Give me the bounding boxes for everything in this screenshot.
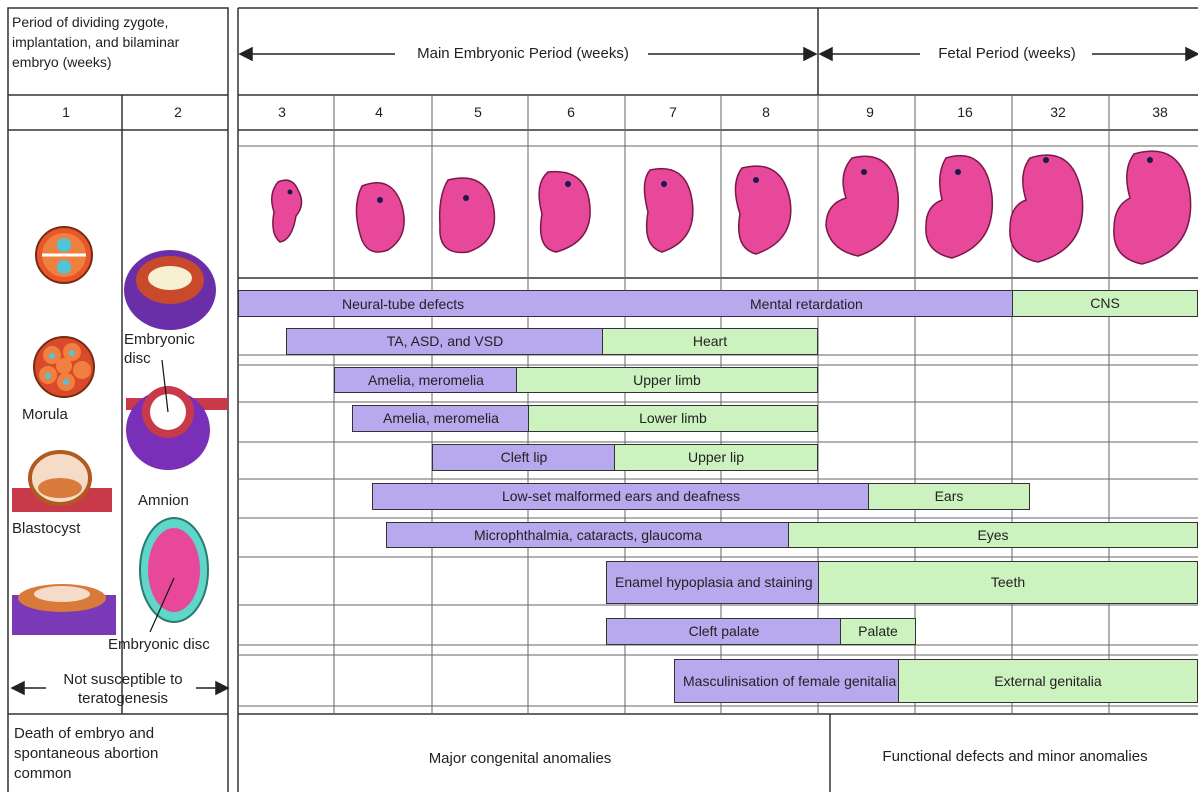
amnion-cavity-illustration — [126, 359, 228, 470]
neural-tube-bar — [238, 290, 1014, 317]
early-period-header: Period of dividing zygote, implantation,… — [12, 14, 180, 70]
week-label: 32 — [1050, 104, 1066, 120]
amnion-label: Amnion — [138, 492, 189, 509]
eye-defect-bar: Microphthalmia, cataracts, glaucoma — [386, 522, 790, 548]
cleft-lip-bar: Cleft lip — [432, 444, 616, 471]
blastocyst-label: Blastocyst — [12, 520, 81, 537]
embryonic-disc-label: Embryonic disc — [124, 331, 195, 367]
week-label: 4 — [375, 104, 383, 120]
week-label: 7 — [669, 104, 677, 120]
morula-label: Morula — [22, 406, 68, 423]
week-label: 2 — [174, 104, 182, 120]
morula-illustration — [33, 336, 95, 398]
blastocyst-illustration — [12, 450, 112, 512]
lower-limb-bar: Lower limb — [528, 405, 818, 432]
cns-bar: CNS — [1012, 290, 1198, 317]
cleft-palate-bar: Cleft palate — [606, 618, 842, 645]
teeth-defect-bar: Enamel hypoplasia and staining — [606, 561, 820, 604]
week-label: 3 — [278, 104, 286, 120]
ears-bar: Ears — [868, 483, 1030, 510]
week-label: 5 — [474, 104, 482, 120]
palate-bar: Palate — [840, 618, 916, 645]
main-period-header: Main Embryonic Period (weeks) — [417, 45, 629, 62]
early-footer-label: Death of embryo and spontaneous abortion… — [14, 725, 159, 782]
upper-lip-bar: Upper lip — [614, 444, 818, 471]
bilaminar-disc-illustration — [124, 250, 216, 330]
week-label: 1 — [62, 104, 70, 120]
external-genitalia-bar: External genitalia — [898, 659, 1198, 703]
embryonic-disc-label: Embryonic disc — [108, 636, 210, 653]
lower-limb-defect-bar: Amelia, meromelia — [352, 405, 530, 432]
heart-defect-bar: TA, ASD, and VSD — [286, 328, 604, 355]
genitalia-defect-bar: Masculinisation of female genitalia — [674, 659, 900, 703]
week-label: 38 — [1152, 104, 1168, 120]
embryo-eye-dots — [287, 157, 1153, 203]
eyes-bar: Eyes — [788, 522, 1198, 548]
embryonic-disc-illustration — [139, 517, 209, 633]
neural-tube-label: Neural-tube defects — [342, 296, 465, 312]
mental-retardation-label: Mental retardation — [750, 296, 863, 312]
major-anomalies-label: Major congenital anomalies — [428, 750, 612, 767]
upper-limb-defect-bar: Amelia, meromelia — [334, 367, 518, 393]
implanted-blastocyst-illustration — [12, 584, 116, 635]
functional-defects-label: Functional defects and minor anomalies — [882, 748, 1148, 765]
not-susceptible-label: Not susceptible to teratogenesis — [63, 671, 183, 707]
week-label: 6 — [567, 104, 575, 120]
embryo-stage-illustrations — [271, 150, 1192, 265]
heart-bar: Heart — [602, 328, 818, 355]
week-label: 16 — [957, 104, 973, 120]
week-label: 8 — [762, 104, 770, 120]
zygote-illustration — [35, 226, 93, 284]
ear-defect-bar: Low-set malformed ears and deafness — [372, 483, 870, 510]
upper-limb-bar: Upper limb — [516, 367, 818, 393]
teeth-bar: Teeth — [818, 561, 1198, 604]
fetal-period-header: Fetal Period (weeks) — [938, 45, 1076, 62]
week-label: 9 — [866, 104, 874, 120]
